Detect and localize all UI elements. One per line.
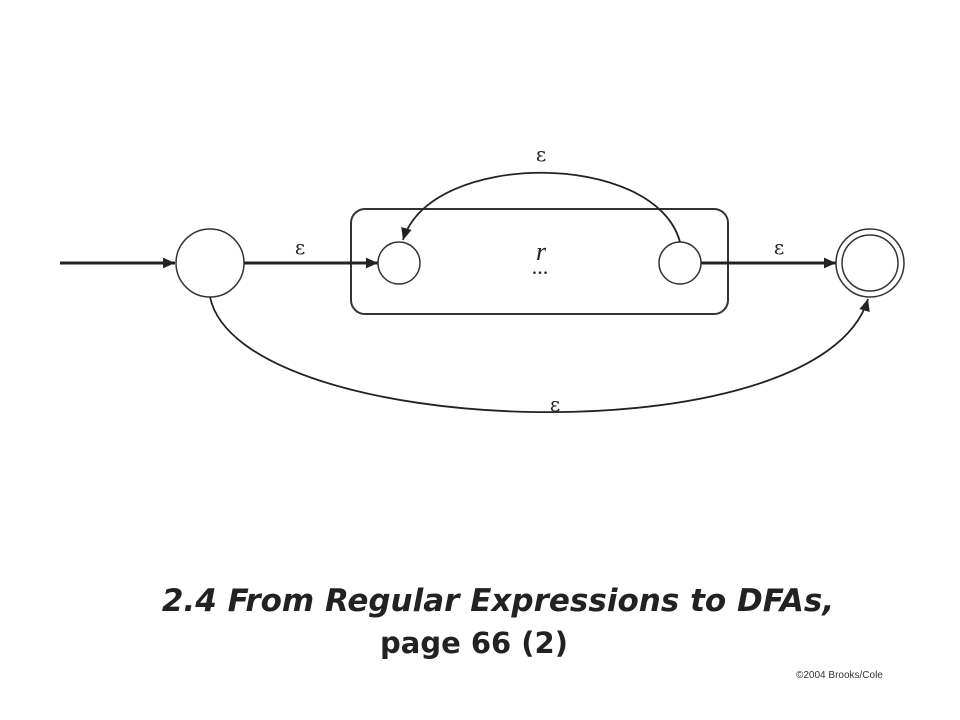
edge-label-start-to-inner: ε: [295, 235, 305, 259]
slide-title-line1: 2.4 From Regular Expressions to DFAs,: [161, 583, 835, 619]
final-state-inner: [841, 234, 899, 292]
edge-label-bypass: ε: [550, 392, 560, 416]
edge-label-loop-back: ε: [536, 142, 546, 166]
edge-loop-back: [401, 171, 681, 243]
nfa-diagram: ε r ... ε ε ε: [60, 142, 905, 416]
copyright-notice: ©2004 Brooks/Cole: [796, 670, 883, 681]
slide-title-line2: page 66 (2): [380, 626, 568, 660]
edge-label-inner-to-final: ε: [774, 235, 784, 259]
regex-label: r: [536, 237, 547, 266]
final-state-outer: [835, 228, 905, 298]
start-state: [175, 228, 245, 298]
edge-bypass: [209, 296, 870, 413]
regex-ellipsis: ...: [532, 254, 549, 279]
inner-end-state: [658, 241, 702, 285]
inner-start-state: [377, 241, 421, 285]
